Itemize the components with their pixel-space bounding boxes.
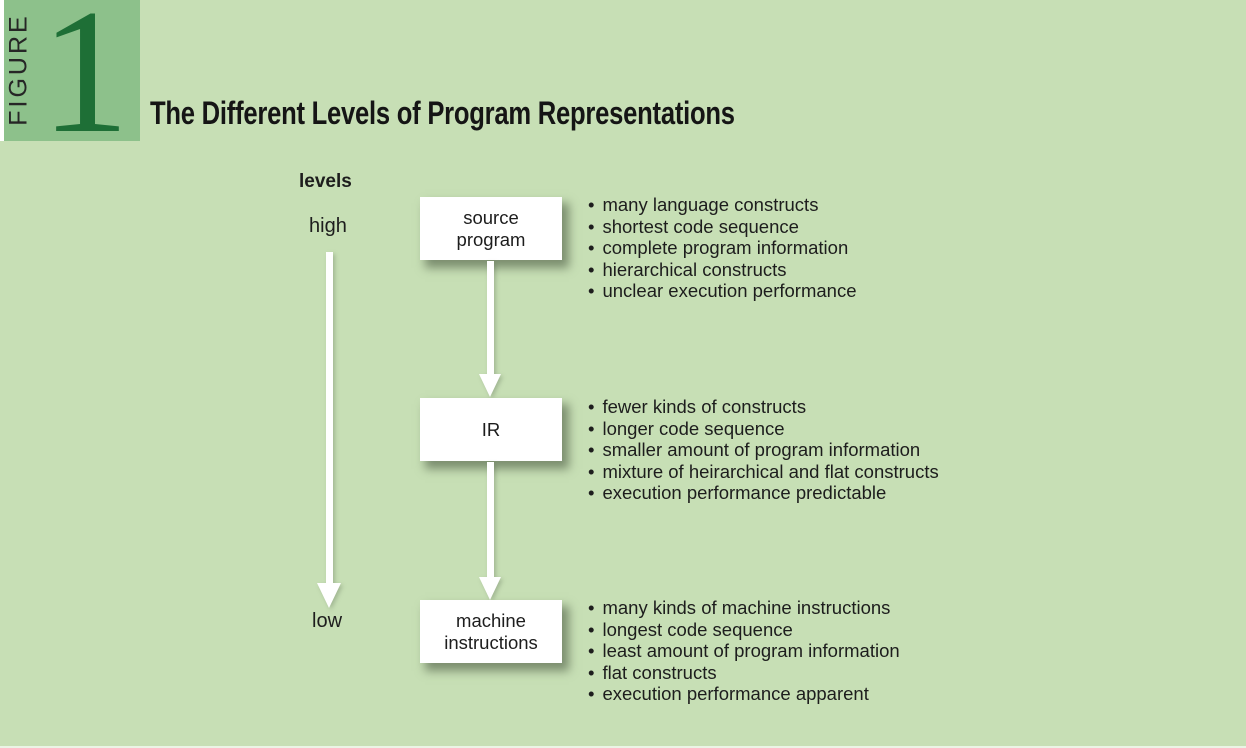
box-line: program	[456, 228, 526, 250]
levels-axis-label: levels	[299, 171, 352, 192]
flow-arrow-ir-to-machine	[479, 462, 501, 600]
arrow-shaft	[486, 261, 494, 375]
bullet-item: flat constructs	[588, 662, 1068, 684]
arrow-down-icon	[479, 577, 501, 600]
arrow-down-icon	[479, 374, 501, 397]
source-program-box: source program	[420, 197, 562, 260]
box-line: machine	[456, 609, 526, 631]
bullet-item: fewer kinds of constructs	[588, 396, 1068, 418]
page-left-edge	[0, 0, 4, 141]
box-line: instructions	[444, 631, 538, 653]
bullet-list-machine-instructions: many kinds of machine instructions longe…	[588, 597, 1068, 705]
machine-instructions-box: machine instructions	[420, 600, 562, 663]
bullet-item: many language constructs	[588, 194, 1068, 216]
arrow-shaft	[325, 252, 333, 584]
figure-number-block	[4, 0, 140, 141]
bullet-item: smaller amount of program information	[588, 439, 1068, 461]
bullet-item: least amount of program information	[588, 640, 1068, 662]
box-line: source	[463, 206, 519, 228]
bullet-item: unclear execution performance	[588, 280, 1068, 302]
bullet-item: longest code sequence	[588, 619, 1068, 641]
bullet-item: execution performance predictable	[588, 482, 1068, 504]
bullet-item: many kinds of machine instructions	[588, 597, 1068, 619]
arrow-shaft	[486, 462, 494, 578]
axis-low-label: low	[312, 610, 343, 632]
arrow-down-icon	[317, 583, 341, 608]
levels-axis-arrow	[317, 252, 341, 608]
axis-high-label: high	[309, 215, 347, 237]
bullet-list-ir: fewer kinds of constructs longer code se…	[588, 396, 1068, 504]
bullet-item: shortest code sequence	[588, 216, 1068, 238]
box-line: IR	[481, 418, 501, 440]
bullet-item: complete program information	[588, 237, 1068, 259]
bullet-item: mixture of heirarchical and flat constru…	[588, 461, 1068, 483]
ir-box: IR	[420, 398, 562, 461]
figure-number: 1	[40, 0, 130, 170]
flow-arrow-source-to-ir	[479, 261, 501, 397]
bullet-list-source-program: many language constructs shortest code s…	[588, 194, 1068, 302]
page-bottom-edge	[0, 746, 1246, 748]
bullet-item: longer code sequence	[588, 418, 1068, 440]
figure-title: The Different Levels of Program Represen…	[150, 95, 735, 131]
bullet-item: hierarchical constructs	[588, 259, 1068, 281]
bullet-item: execution performance apparent	[588, 683, 1068, 705]
